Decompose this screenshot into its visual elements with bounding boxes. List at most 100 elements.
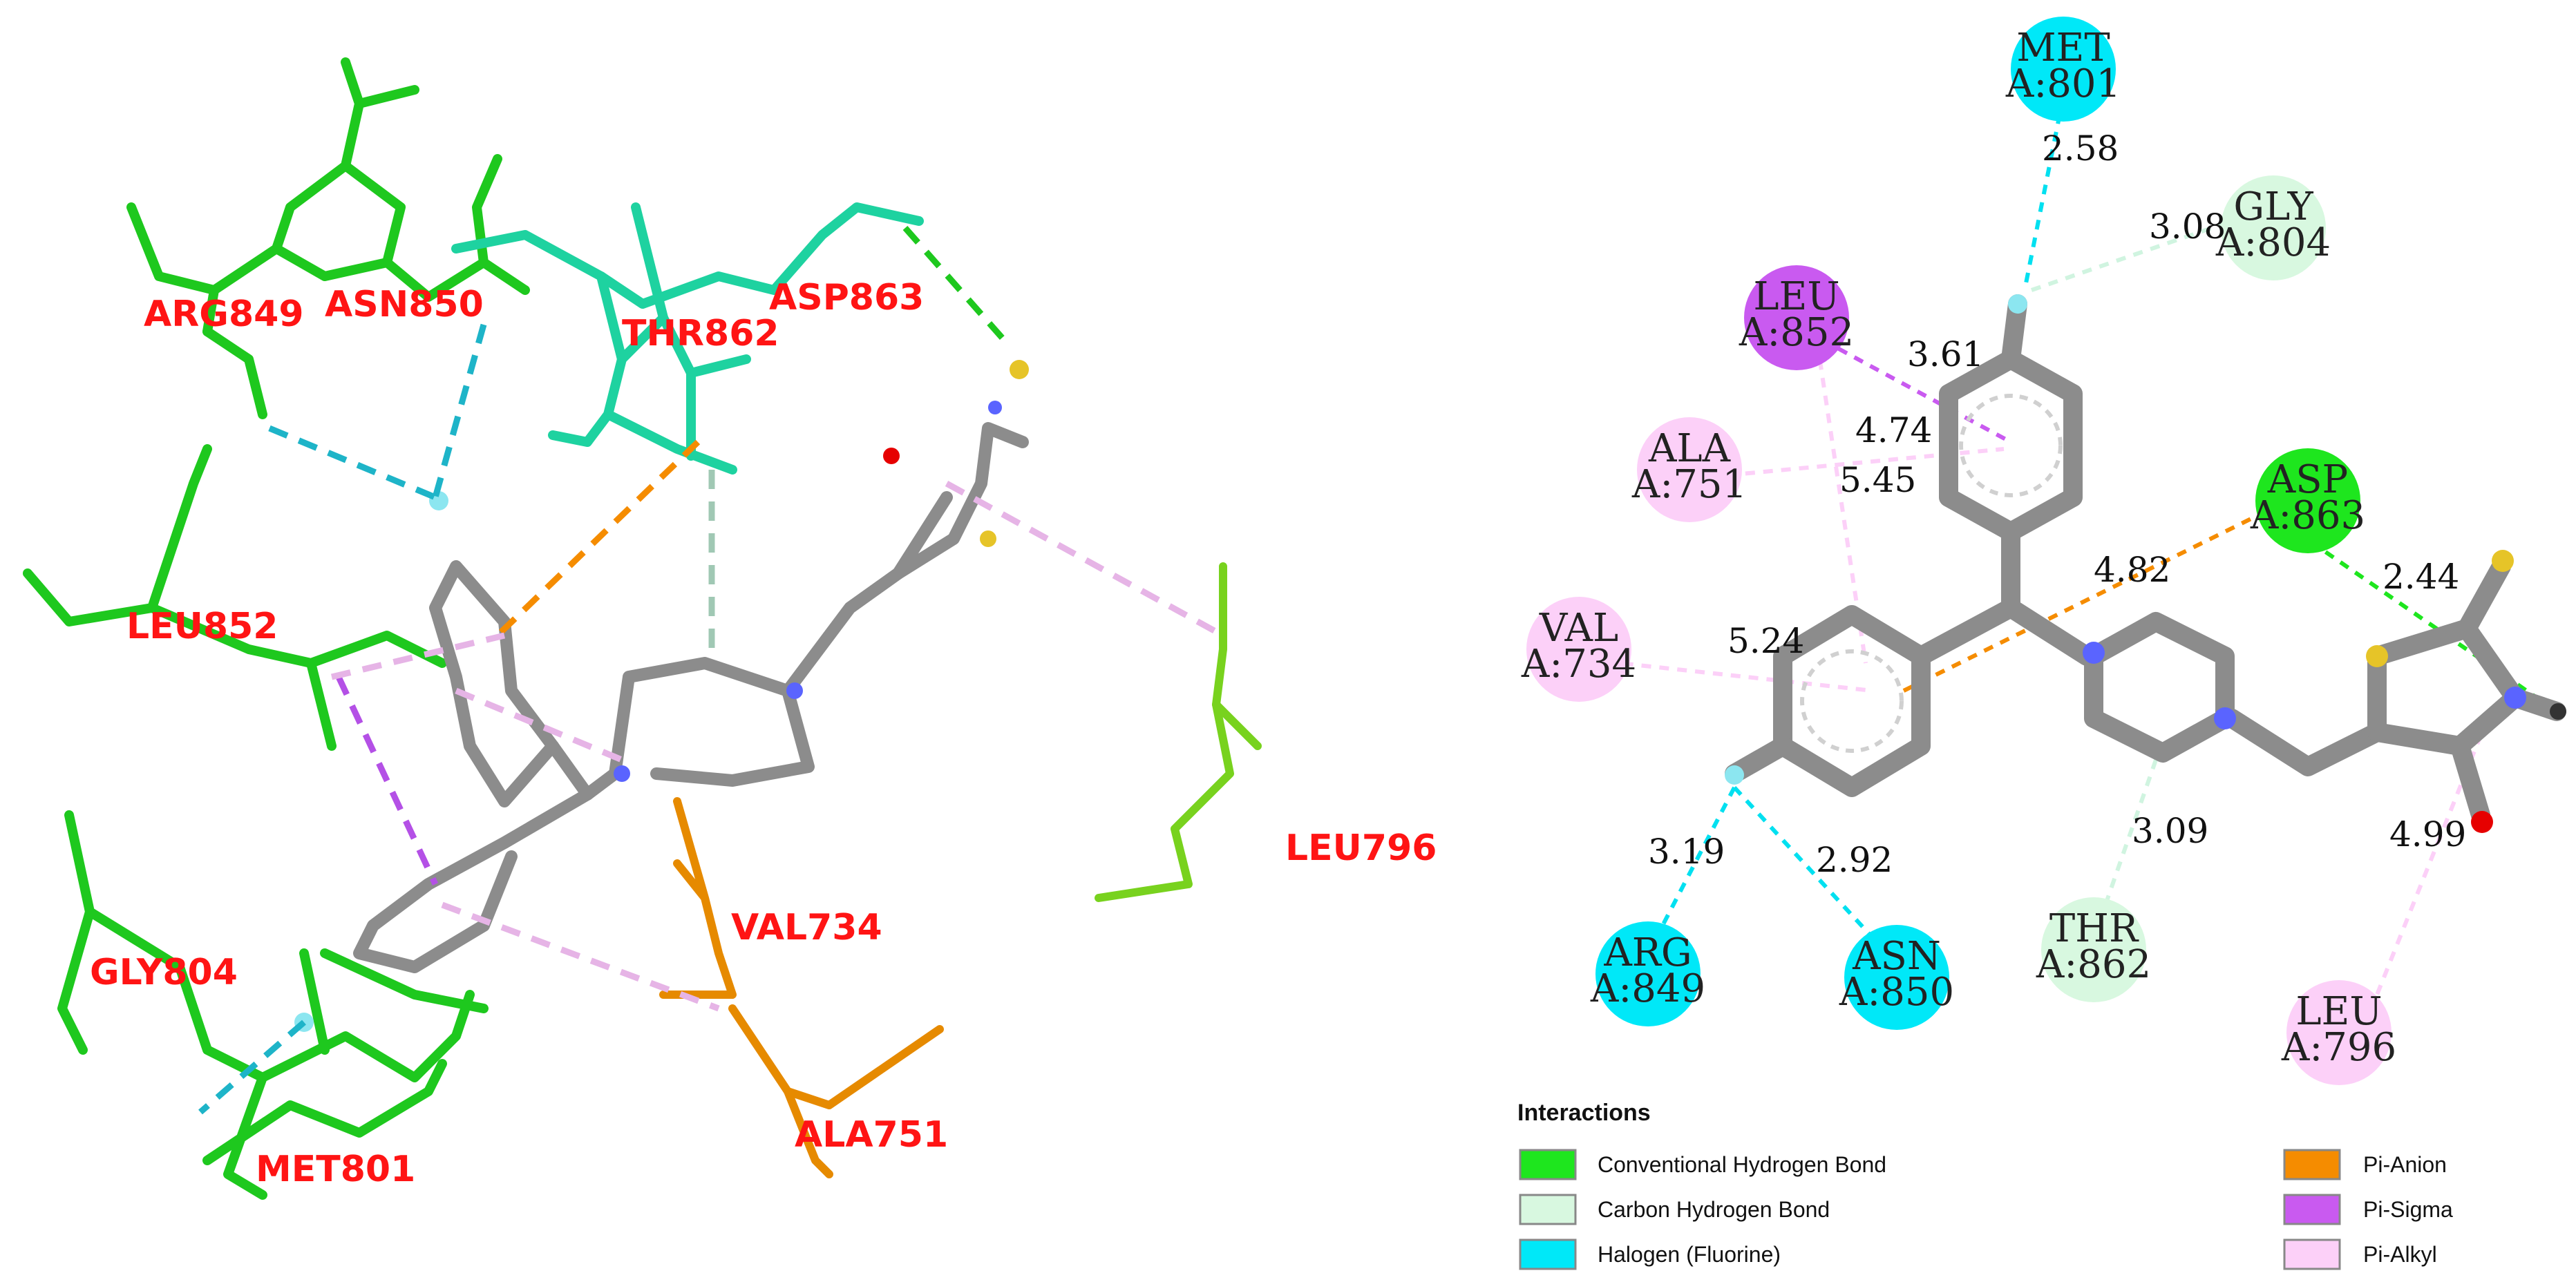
label-asp863: ASP863 [769,277,924,318]
legend-swatch [1519,1194,1577,1225]
svg-text:A:852: A:852 [1739,310,1854,355]
svg-text:A:804: A:804 [2215,220,2331,265]
nitrogen-atom [614,765,630,782]
svg-text:ASP: ASP [2267,457,2348,502]
residue-asp863[interactable]: ASP A:863 [2250,448,2365,553]
sulfur-thione-2d [2492,550,2514,572]
oxygen-atom [883,448,900,464]
svg-text:VAL: VAL [1539,606,1618,651]
legend-item-carbon-hbond: Carbon Hydrogen Bond [1519,1194,1830,1225]
legend-item-pi-anion: Pi-Anion [2283,1149,2447,1180]
svg-text:A:751: A:751 [1631,462,1747,507]
residue-gly804[interactable]: GLY A:804 [2215,175,2331,280]
svg-text:MET: MET [2016,26,2110,70]
label-asn850: ASN850 [325,284,484,325]
svg-text:A:796: A:796 [2281,1025,2396,1070]
svg-text:THR: THR [2049,906,2139,951]
residue-sticks-orange [659,797,944,1178]
svg-text:A:734: A:734 [1521,642,1636,687]
label-gly804: GLY804 [90,952,238,993]
residue-asn850[interactable]: ASN A:850 [1839,925,1954,1030]
residue-sticks-leu796 [1095,562,1262,902]
label-val734: VAL734 [731,907,882,948]
nitrogen-atom-2d [2214,707,2236,729]
fluorine-atom-top-2d [2008,294,2027,314]
svg-text:Conventional Hydrogen Bond: Conventional Hydrogen Bond [1598,1152,1886,1177]
svg-text:GLY: GLY [2233,184,2313,229]
svg-text:A:801: A:801 [2005,61,2121,106]
svg-text:ALA: ALA [1648,426,1731,471]
distance-gly804: 3.08 [2149,207,2226,247]
residue-leu796[interactable]: LEU A:796 [2281,980,2396,1085]
right-2d-panel: MET A:801 GLY A:804 LEU A:852 ALA A:751 … [1517,17,2566,1270]
legend-item-halogen: Halogen (Fluorine) [1519,1238,1781,1270]
residue-discs: MET A:801 GLY A:804 LEU A:852 ALA A:751 … [1521,17,2396,1085]
sulfur-ring-atom [980,530,996,547]
distance-arg849: 3.19 [1648,832,1725,872]
residue-thr862[interactable]: THR A:862 [2036,897,2151,1002]
hydrogen-atom-2d [2550,703,2566,720]
legend: Interactions Conventional Hydrogen Bond … [1517,1100,2453,1270]
svg-text:Pi-Anion: Pi-Anion [2363,1152,2447,1177]
residue-sticks-teal [451,202,924,475]
svg-text:LEU: LEU [1753,274,1839,319]
legend-item-pi-sigma: Pi-Sigma [2283,1194,2453,1225]
legend-item-pi-alkyl: Pi-Alkyl [2283,1238,2437,1270]
legend-swatch [1519,1238,1577,1270]
svg-text:A:862: A:862 [2036,942,2151,987]
svg-text:Pi-Sigma: Pi-Sigma [2363,1197,2453,1222]
legend-swatch [2283,1149,2341,1180]
distance-met801: 2.58 [2042,128,2119,169]
svg-text:Pi-Alkyl: Pi-Alkyl [2363,1242,2437,1267]
distance-ala751-b: 5.45 [1839,460,1916,500]
distance-asp863-pi: 4.82 [2094,550,2170,590]
oxygen-atom-2d [2471,811,2493,833]
distance-thr862: 3.09 [2132,811,2208,851]
svg-text:A:850: A:850 [1839,970,1954,1015]
residue-arg849[interactable]: ARG A:849 [1590,921,1705,1026]
svg-text:ARG: ARG [1603,930,1692,975]
residue-val734[interactable]: VAL A:734 [1521,597,1636,702]
legend-swatch [2283,1194,2341,1225]
residue-labels-3d: ARG849 ASN850 THR862 ASP863 LEU852 LEU79… [90,277,1437,1190]
nitrogen-atom [786,682,803,699]
ligand-atoms [294,360,1029,1032]
svg-text:Halogen (Fluorine): Halogen (Fluorine) [1598,1242,1781,1267]
sulfur-atom-2d [2366,645,2388,667]
ligand-2d-atoms [1725,294,2566,833]
label-ala751: ALA751 [795,1114,948,1156]
nitrogen-atom-2d [2083,642,2105,664]
legend-item-conventional-hbond: Conventional Hydrogen Bond [1519,1149,1886,1180]
label-arg849: ARG849 [144,294,304,335]
svg-text:LEU: LEU [2295,989,2382,1034]
interaction-dashes-3d [198,226,1225,1115]
distance-asp863-hb: 2.44 [2383,557,2459,597]
fluorine-atom-left-2d [1725,765,1744,785]
legend-title: Interactions [1517,1100,1651,1126]
residue-sticks-green [23,57,530,1200]
ligand-3d [353,422,1029,973]
svg-text:A:863: A:863 [2250,493,2365,538]
aromatic-rings-2d [1800,394,2063,753]
left-3d-panel: ARG849 ASN850 THR862 ASP863 LEU852 LEU79… [23,57,1437,1200]
distance-leu852: 3.61 [1907,334,1984,374]
svg-text:A:849: A:849 [1590,966,1705,1011]
residue-ala751[interactable]: ALA A:751 [1631,417,1747,522]
legend-swatch [1519,1149,1577,1180]
label-met801: MET801 [256,1149,415,1190]
label-leu852: LEU852 [126,606,278,647]
residue-leu852[interactable]: LEU A:852 [1739,265,1854,370]
label-thr862: THR862 [622,313,779,354]
nitrogen-atom [988,401,1002,414]
legend-swatch [2283,1238,2341,1270]
distance-ala751-a: 4.74 [1855,410,1932,450]
sulfur-atom [1010,360,1029,379]
residue-met801[interactable]: MET A:801 [2005,17,2121,122]
svg-text:ASN: ASN [1852,934,1941,979]
label-leu796: LEU796 [1285,827,1437,869]
distance-leu796: 4.99 [2389,814,2466,854]
distance-val734: 5.24 [1727,621,1804,661]
distance-asn850: 2.92 [1816,840,1893,880]
svg-text:Carbon Hydrogen Bond: Carbon Hydrogen Bond [1598,1197,1830,1222]
